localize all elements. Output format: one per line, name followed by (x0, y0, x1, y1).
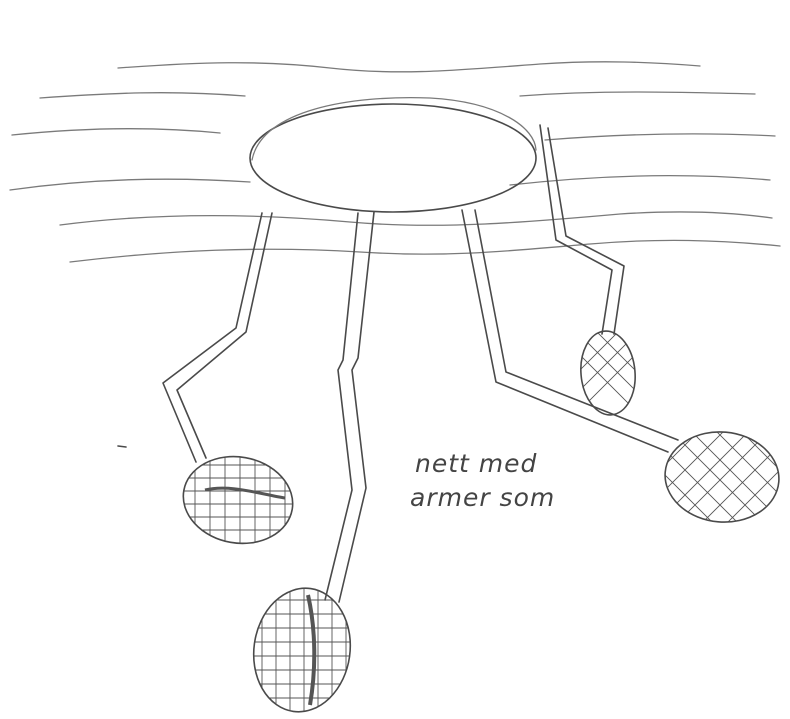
float-body (250, 104, 536, 212)
water-line (12, 129, 220, 135)
water-line (60, 212, 772, 225)
water-line (510, 176, 770, 185)
water-line (10, 179, 250, 190)
water-line (118, 62, 700, 72)
water-line (545, 134, 775, 140)
annotation-line-1: nett med (415, 449, 537, 478)
water-line (520, 92, 755, 96)
annotation-line-2: armer som (410, 483, 555, 512)
water-line (70, 240, 780, 262)
water-lines (10, 62, 780, 262)
net-bag-bottom (246, 582, 358, 718)
arm-right-small (540, 125, 624, 334)
water-line (40, 93, 245, 98)
net-bag-right-small (575, 300, 640, 417)
net-bag-right (660, 420, 783, 545)
annotation: nett med armer som (410, 449, 555, 512)
central-float (250, 98, 536, 212)
stray-mark (118, 446, 126, 447)
arm-bottom (325, 212, 374, 602)
net-bag-left (176, 448, 300, 552)
